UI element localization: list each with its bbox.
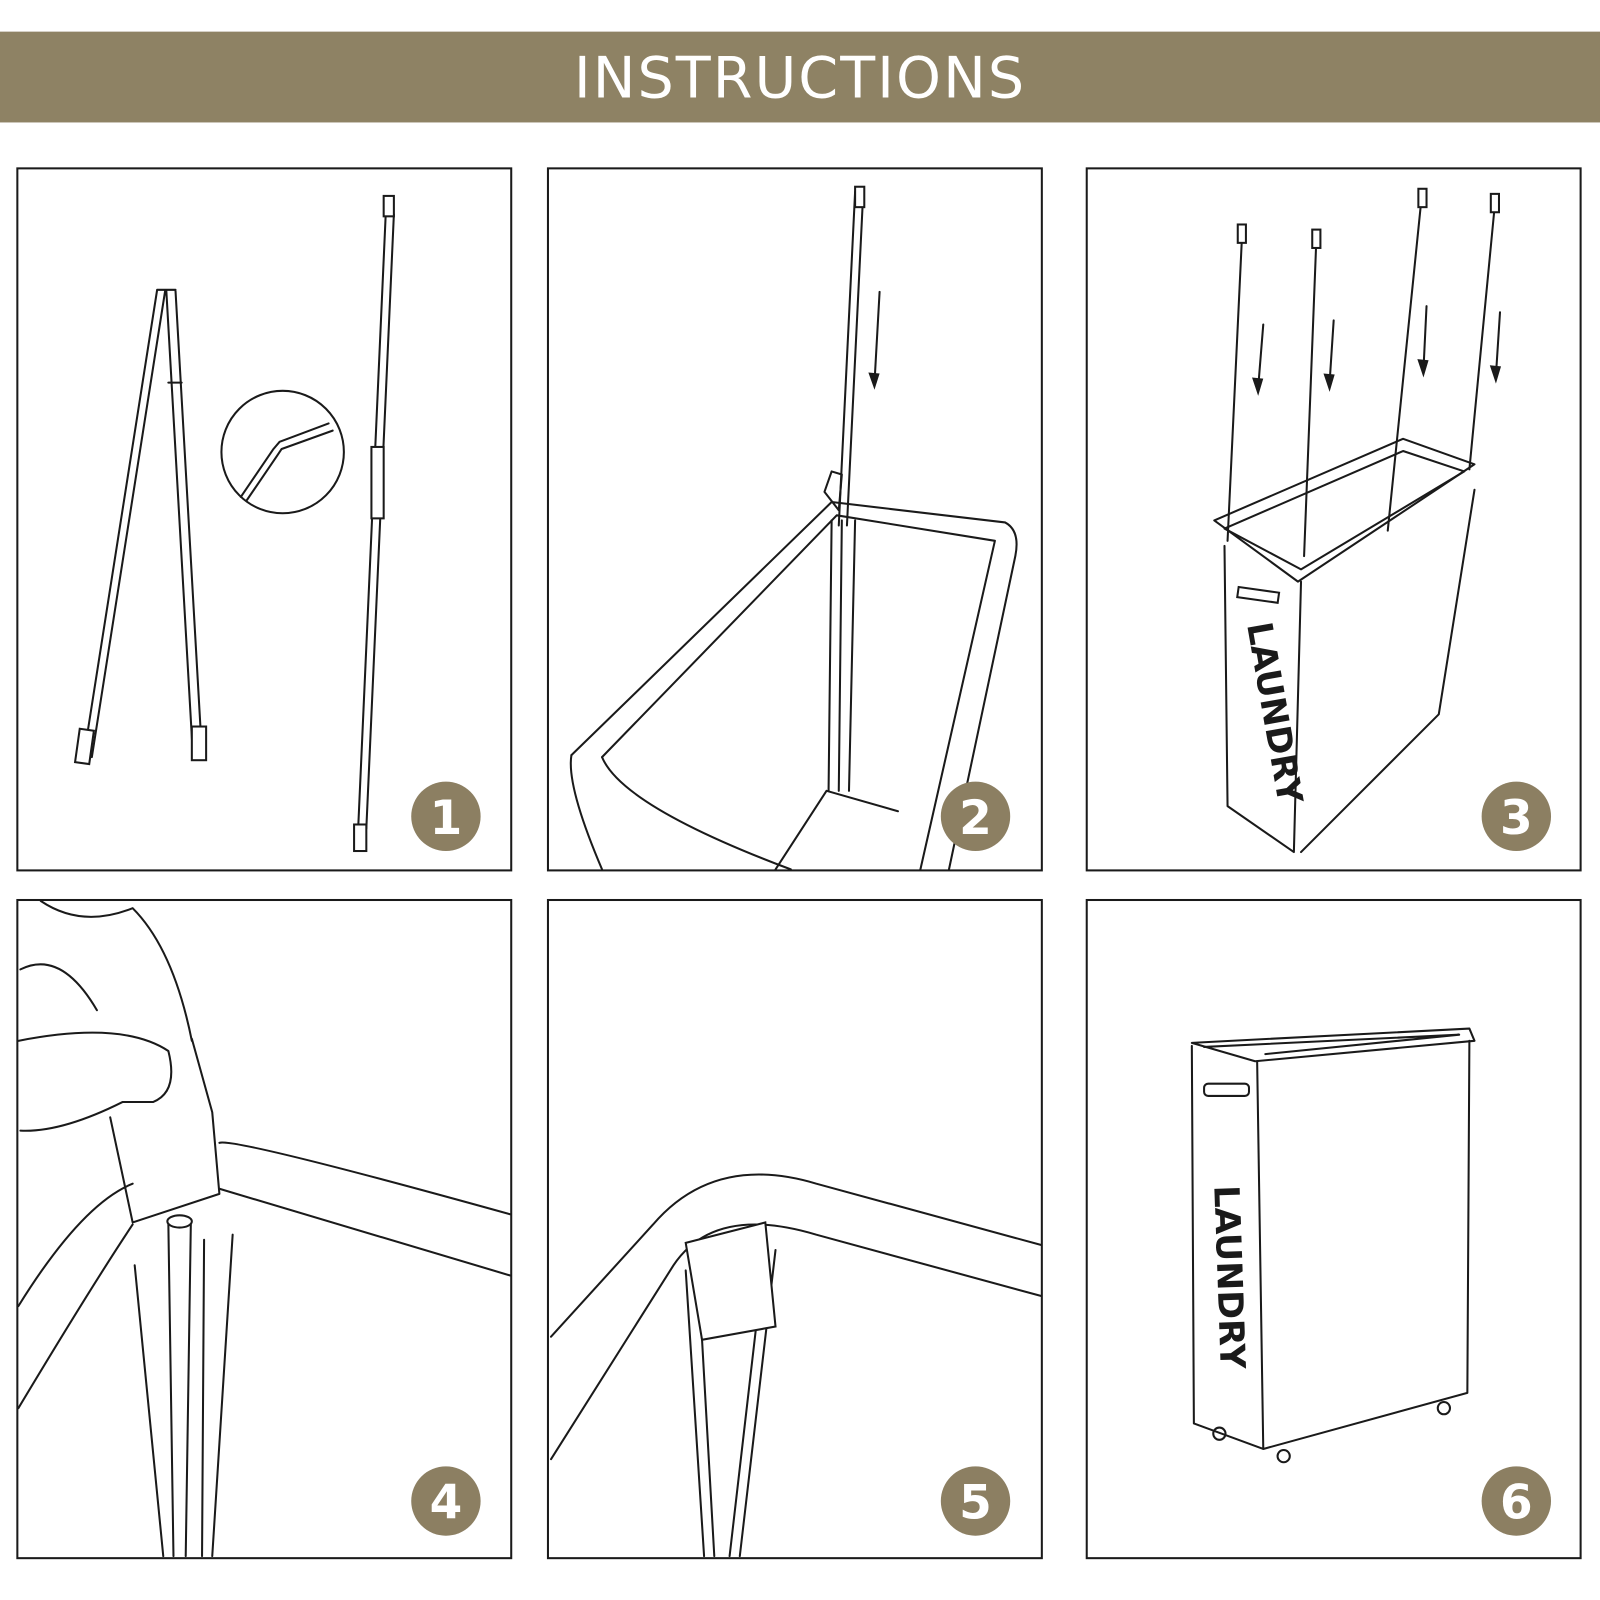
joint-detail-magnifier xyxy=(220,389,345,515)
hand-inserting-pole-illustration xyxy=(17,900,512,1558)
basket-corner-illustration xyxy=(569,185,1018,871)
page-title: INSTRUCTIONS xyxy=(574,46,1026,112)
step-number: 5 xyxy=(959,1476,992,1531)
step-badge xyxy=(940,781,1011,852)
down-arrow-icon xyxy=(1252,305,1502,396)
extended-pole-illustration xyxy=(353,194,395,853)
basket-label: LAUNDRY xyxy=(1205,1185,1251,1371)
step-number: 2 xyxy=(959,791,992,846)
assembled-basket-illustration: LAUNDRY xyxy=(1190,1027,1476,1464)
step-2-panel: 2 xyxy=(546,167,1043,872)
step-3-panel: LAUNDRY 3 xyxy=(1085,167,1582,872)
step-1-panel: 1 xyxy=(16,167,513,872)
step-badge xyxy=(411,781,481,852)
folded-pole-illustration xyxy=(73,288,208,766)
header-banner xyxy=(0,31,1600,123)
step-badge xyxy=(411,1466,481,1536)
velcro-strap-illustration xyxy=(550,1173,1042,1558)
down-arrow-icon xyxy=(868,290,881,390)
step-number: 3 xyxy=(1500,791,1533,846)
step-number: 1 xyxy=(430,791,463,846)
step-number: 6 xyxy=(1500,1476,1533,1531)
step-6-panel: LAUNDRY 6 xyxy=(1085,898,1582,1560)
step-badge xyxy=(940,1466,1011,1536)
step-4-panel: 4 xyxy=(16,898,513,1560)
step-5-panel: 5 xyxy=(546,898,1043,1560)
step-number: 4 xyxy=(430,1476,463,1531)
step-badge xyxy=(1481,781,1552,852)
step-badge xyxy=(1481,1466,1552,1536)
